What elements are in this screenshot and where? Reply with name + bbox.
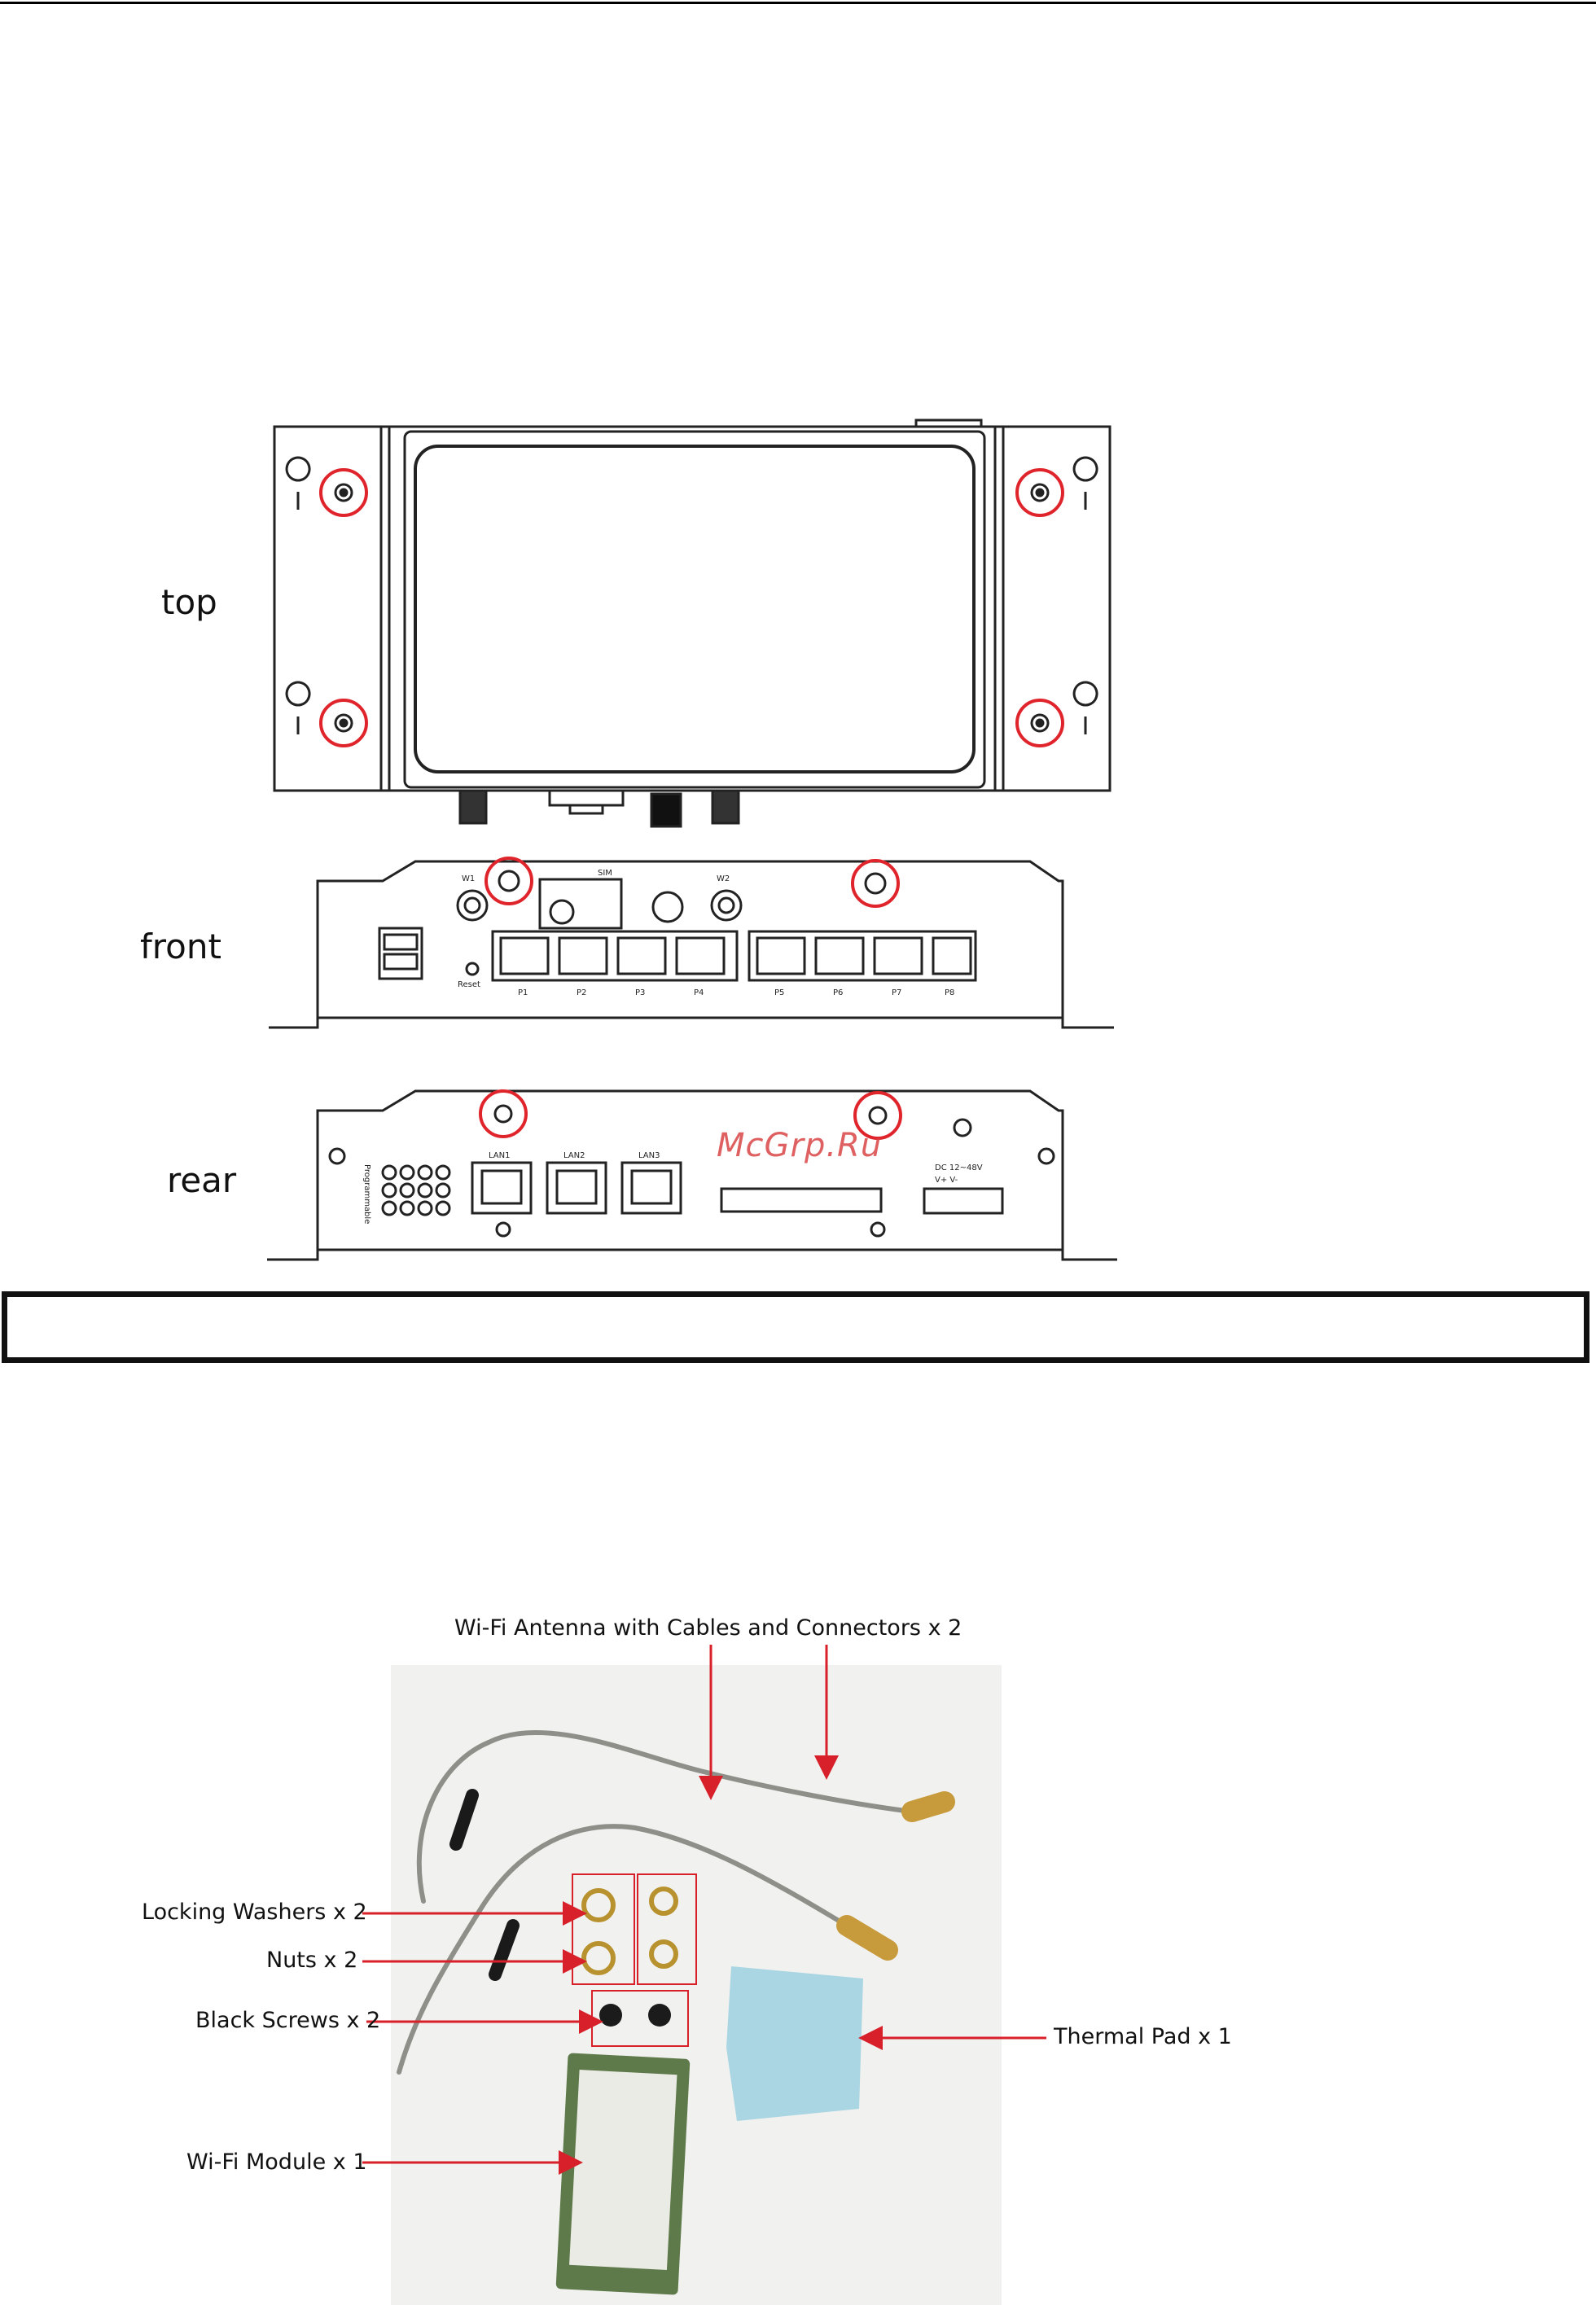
callout-screws: Black Screws x 2 xyxy=(195,2008,380,2033)
callout-washers: Locking Washers x 2 xyxy=(142,1900,367,1925)
callout-nuts: Nuts x 2 xyxy=(266,1948,357,1973)
callout-thermal: Thermal Pad x 1 xyxy=(1054,2024,1232,2049)
callout-module: Wi-Fi Module x 1 xyxy=(186,2149,367,2175)
callout-antenna: Wi-Fi Antenna with Cables and Connectors… xyxy=(454,1615,962,1641)
